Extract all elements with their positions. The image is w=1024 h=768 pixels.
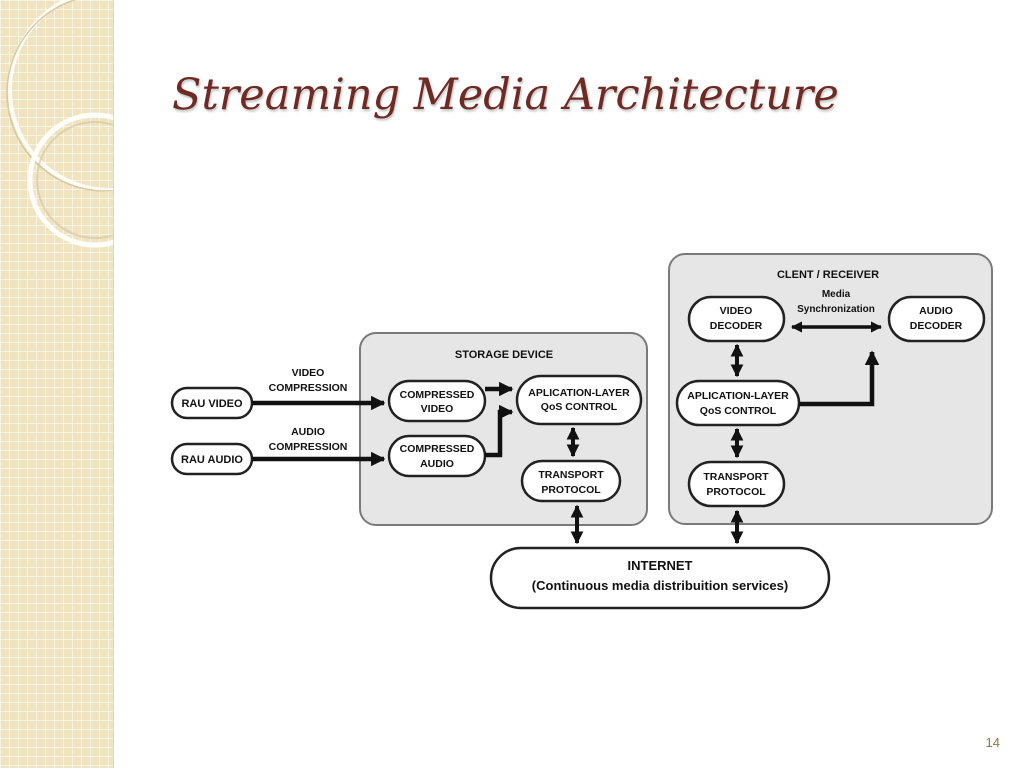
decorative-circles — [6, 0, 113, 248]
rau-video-label: RAU VIDEO — [181, 398, 243, 410]
storage-transport-label-line: TRANSPORT — [538, 469, 604, 481]
internet-label-line: INTERNET — [628, 558, 693, 573]
compressed-video-node — [387, 379, 487, 423]
video-decoder-label-line: VIDEO — [720, 305, 753, 317]
video-decoder-node — [687, 295, 786, 343]
storage-device-label: STORAGE DEVICE — [455, 349, 553, 361]
compressed-video-label: COMPRESSED VIDEO — [400, 389, 475, 415]
audio-decoder-label: AUDIO DECODER — [910, 305, 963, 332]
rau-audio-label: RAU AUDIO — [181, 454, 243, 466]
audio-compression-label-line: AUDIO — [291, 426, 325, 438]
audio-decoder-label-line: DECODER — [910, 320, 963, 332]
internet-node — [489, 546, 831, 610]
video-decoder-label-line: DECODER — [710, 320, 763, 332]
rau-audio-label-line: RAU AUDIO — [181, 454, 243, 466]
compressed-audio-node — [387, 434, 487, 478]
internet-label: INTERNET (Continuous media distribuition … — [532, 558, 788, 593]
storage-transport-label-line: PROTOCOL — [541, 484, 601, 496]
client-transport-label-line: TRANSPORT — [703, 471, 769, 483]
qos-to-audio-decoder-arrow — [799, 350, 880, 407]
audio-decoder-label-line: AUDIO — [919, 305, 953, 317]
video-decoder-label: VIDEO DECODER — [710, 305, 763, 332]
audio-decoder-node — [887, 295, 986, 343]
page-number: 14 — [985, 735, 1000, 750]
client-transport-label-line: PROTOCOL — [706, 486, 766, 498]
client-transport-label: TRANSPORT PROTOCOL — [703, 471, 769, 498]
compressed-audio-label-line: AUDIO — [420, 458, 454, 470]
storage-transport-node — [520, 459, 622, 503]
storage-app-layer-node — [515, 374, 643, 426]
compressed-video-label-line: VIDEO — [421, 403, 454, 415]
client-app-layer-label: APLICATION-LAYER QoS CONTROL — [687, 390, 789, 417]
client-app-layer-node — [675, 379, 801, 427]
compressed-audio-label: COMPRESSED AUDIO — [400, 443, 475, 470]
internet-label-line: (Continuous media distribuition services… — [532, 578, 788, 593]
media-sync-label-line: Synchronization — [797, 304, 875, 315]
audio-compression-label-line: COMPRESSION — [269, 441, 348, 453]
compressed-audio-label-line: COMPRESSED — [400, 443, 475, 455]
storage-app-layer-label-line: APLICATION-LAYER — [528, 387, 630, 399]
video-compression-label-line: VIDEO — [292, 367, 325, 379]
compressed-audio-to-qos-arrow — [485, 404, 514, 458]
media-sync-label-line: Media — [822, 289, 851, 300]
video-compression-label-line: COMPRESSION — [269, 382, 348, 394]
slide-title: Streaming Media Architecture — [172, 70, 839, 120]
rau-video-label-line: RAU VIDEO — [181, 398, 243, 410]
storage-app-layer-label: APLICATION-LAYER QoS CONTROL — [528, 387, 630, 413]
decorative-sidebar — [0, 0, 114, 768]
storage-app-layer-label-line: QoS CONTROL — [541, 401, 618, 413]
client-app-layer-label-line: APLICATION-LAYER — [687, 390, 789, 402]
storage-transport-label: TRANSPORT PROTOCOL — [538, 469, 604, 496]
client-app-layer-label-line: QoS CONTROL — [700, 405, 777, 417]
compressed-video-label-line: COMPRESSED — [400, 389, 475, 401]
client-receiver-label: CLENT / RECEIVER — [777, 269, 879, 281]
audio-compression-label: AUDIO COMPRESSION — [269, 426, 348, 453]
video-compression-label: VIDEO COMPRESSION — [269, 367, 348, 394]
client-transport-node — [687, 460, 786, 508]
